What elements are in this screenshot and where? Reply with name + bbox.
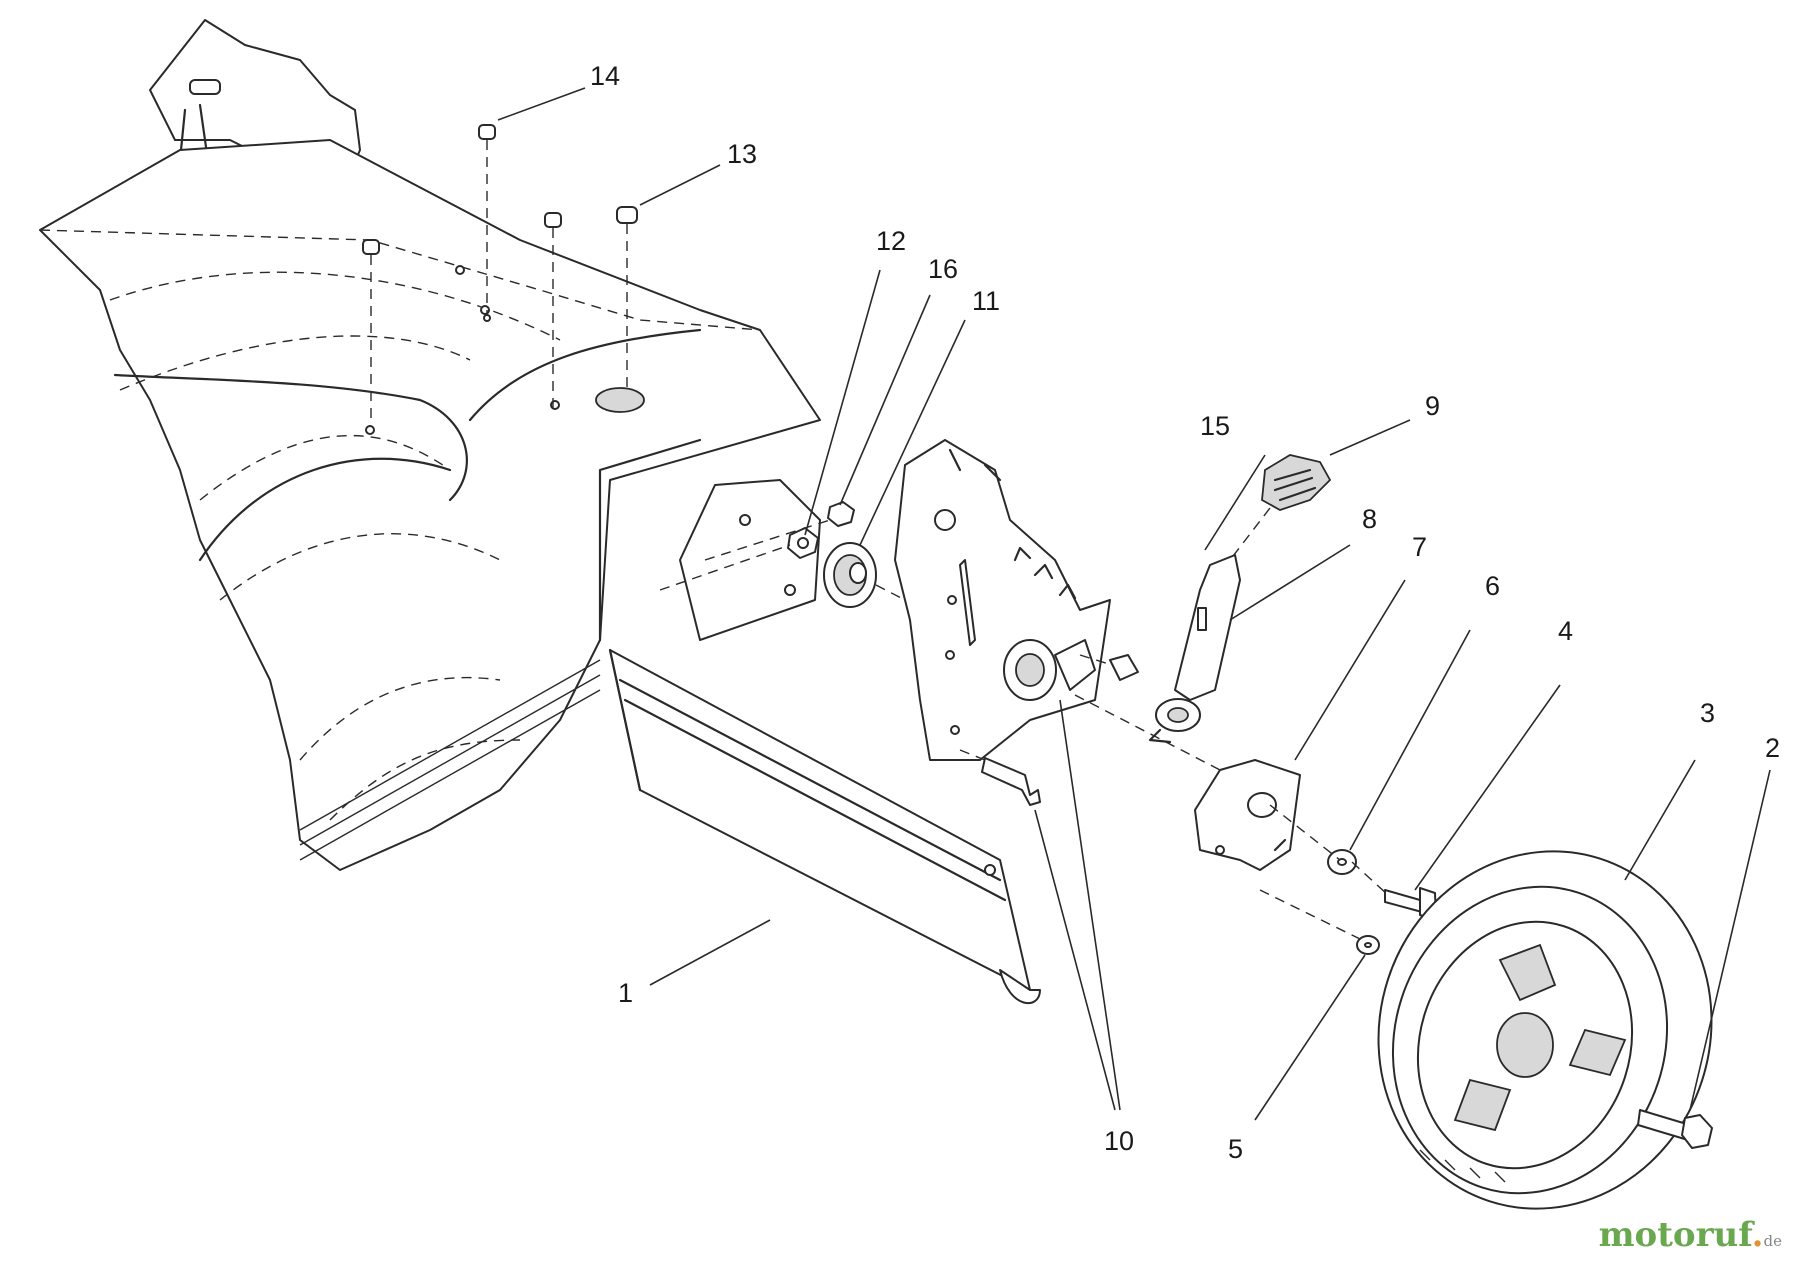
plate-part-7 <box>1194 759 1301 871</box>
callout-10: 10 <box>1104 1126 1134 1156</box>
watermark-dot: . <box>1751 1215 1764 1255</box>
bolt-part-13a <box>544 212 562 410</box>
callout-4: 4 <box>1558 616 1573 646</box>
callout-14: 14 <box>590 61 620 91</box>
bolt-part-14 <box>478 124 496 322</box>
callout-6: 6 <box>1485 571 1500 601</box>
callout-3: 3 <box>1700 698 1715 728</box>
wheel-part-3 <box>1377 850 1713 1210</box>
callout-1: 1 <box>618 978 633 1008</box>
callout-7: 7 <box>1412 532 1427 562</box>
callout-16: 16 <box>928 254 958 284</box>
callout-15: 15 <box>1200 411 1230 441</box>
leader-lines <box>497 87 1771 1121</box>
callout-5: 5 <box>1228 1134 1243 1164</box>
callout-8: 8 <box>1362 504 1377 534</box>
mower-deck-housing <box>39 19 821 871</box>
callout-9: 9 <box>1425 391 1440 421</box>
watermark-logo: motoruf.de <box>1599 1215 1782 1255</box>
knob-part-9 <box>1229 454 1332 561</box>
wheel-bolt-part-2 <box>1637 1109 1713 1149</box>
callout-11: 11 <box>972 286 1000 316</box>
bolt-part-13b <box>616 206 638 390</box>
washer-part-5 <box>1259 889 1380 955</box>
callout-13: 13 <box>727 139 757 169</box>
pin-part-15 <box>1079 654 1139 681</box>
callout-2: 2 <box>1765 733 1780 763</box>
callout-labels: 1 2 3 4 5 6 7 8 9 10 11 12 13 14 15 16 <box>590 61 1780 1164</box>
washer-part-6 <box>1327 849 1357 875</box>
watermark-main: motoruf <box>1598 1215 1752 1255</box>
lever-arm-part-8 <box>1148 554 1241 744</box>
rear-baffle-part-1 <box>608 648 1041 1005</box>
callout-12: 12 <box>876 226 906 256</box>
bolt-part-10 <box>959 749 1041 806</box>
watermark-tld: de <box>1763 1232 1782 1250</box>
bolt-part-13c <box>362 239 380 420</box>
nut-part-16 <box>827 501 855 527</box>
height-adjust-bracket <box>894 439 1111 761</box>
bushing-part-11 <box>823 542 877 608</box>
